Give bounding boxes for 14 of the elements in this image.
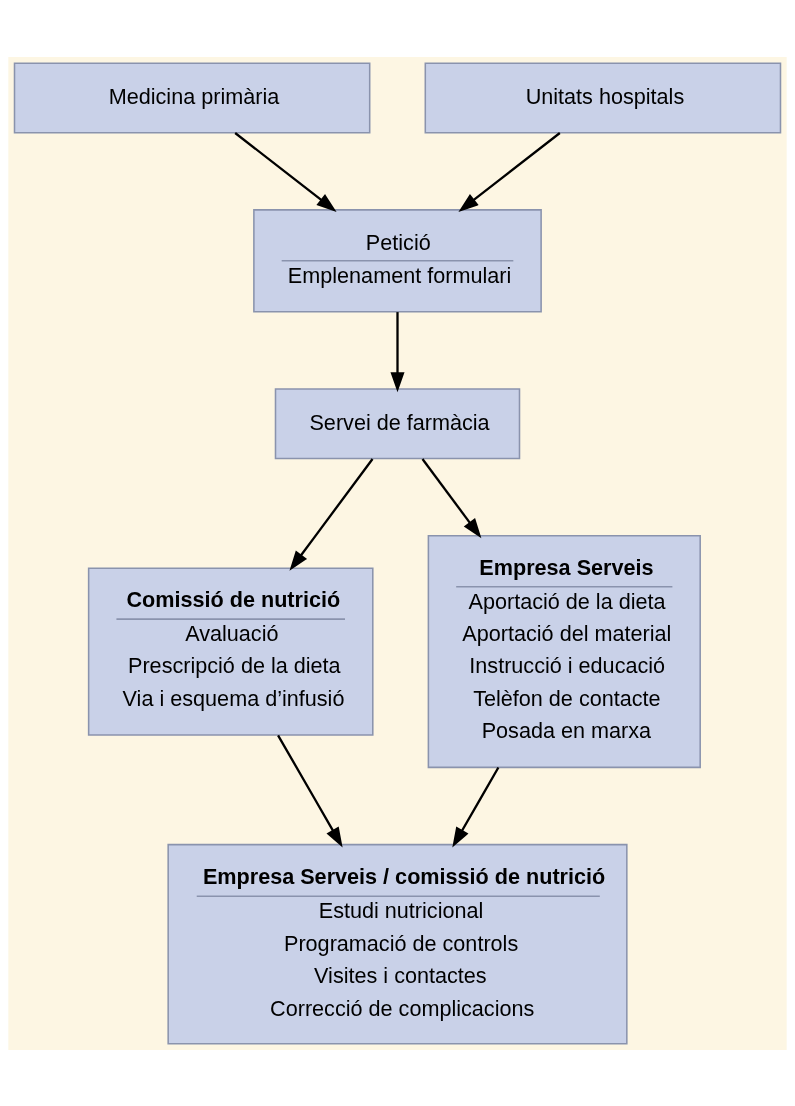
node-box: Empresa Serveis / comissió de nutrició Estudi nutricional Programació de controls Visites i contactes Correcció de complicacions <box>167 843 628 1045</box>
node-box: Medicina primària <box>13 61 371 133</box>
arrow <box>452 766 500 848</box>
node-box: Empresa Serveis Aportació de la dieta Aportació del material Instrucció i educació Telèfon de contacte Posada en marxa <box>427 534 701 768</box>
arrow <box>390 311 405 392</box>
arrow <box>277 734 343 847</box>
arrow <box>421 457 482 538</box>
node-box: Comissió de nutrició Avaluació Prescripció de la dieta Via i esquema d’infusió <box>87 566 374 736</box>
node-box: Petició Emplenament formulari <box>253 208 542 313</box>
node-box: Unitats hospitals <box>424 61 782 133</box>
arrow <box>458 131 561 212</box>
arrow <box>234 131 337 212</box>
arrow <box>289 457 374 571</box>
node-box: Servei de farmàcia <box>274 387 521 459</box>
